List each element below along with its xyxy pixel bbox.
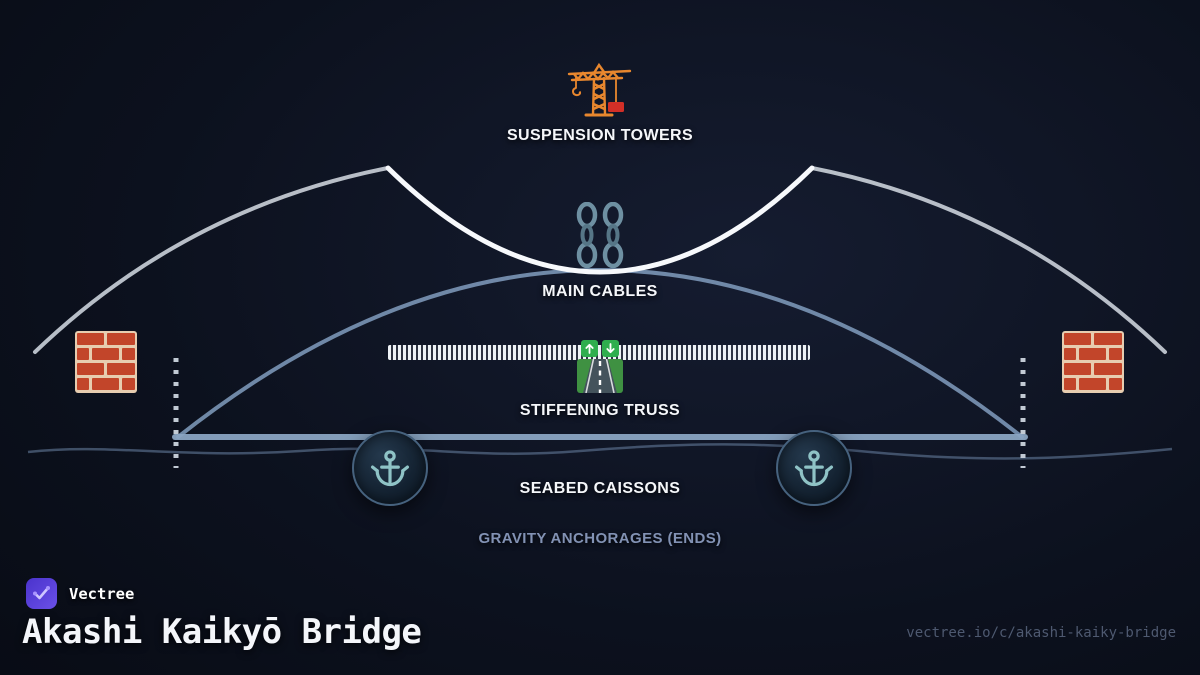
crane-load	[608, 102, 624, 112]
label-gravity-anchorages: GRAVITY ANCHORAGES (ENDS)	[478, 530, 722, 547]
truss-band	[388, 345, 810, 360]
caisson-anchor-right	[776, 430, 852, 506]
vectree-logo	[26, 578, 57, 609]
label-main-cables: MAIN CABLES	[542, 283, 658, 300]
crane-structure	[567, 62, 632, 117]
lane-signs	[581, 340, 619, 357]
caisson-anchor-left	[352, 430, 428, 506]
anchor-icon	[370, 450, 410, 487]
crane-icon-svg	[567, 62, 632, 117]
crane-hook	[572, 87, 581, 97]
waterline	[27, 443, 1173, 460]
brand-lockup: Vectree	[26, 578, 134, 609]
anchor-glyph	[794, 450, 834, 487]
bricks	[1064, 333, 1122, 390]
brick-wall-icon-left	[75, 331, 137, 393]
label-stiffening-truss: STIFFENING TRUSS	[519, 402, 681, 419]
chain-links-narrow	[580, 224, 620, 246]
anchor-icon	[794, 450, 834, 487]
brand-name: Vectree	[69, 584, 135, 603]
lane-sign-down-icon	[602, 340, 619, 357]
anchor-glyph	[370, 450, 410, 487]
page-url: vectree.io/c/akashi-kaiky-bridge	[906, 625, 1176, 641]
motorway-road-icon	[570, 340, 630, 396]
brick-wall-svg-right	[1062, 331, 1124, 393]
bricks	[77, 333, 135, 390]
crane-icon	[564, 62, 636, 120]
label-suspension-towers: SUSPENSION TOWERS	[506, 127, 694, 144]
main-cable-center-span	[385, 165, 815, 275]
chain-links	[576, 202, 624, 269]
side-cable-right	[810, 166, 1167, 354]
brick-wall-svg-left	[75, 331, 137, 393]
lane-sign-up-icon	[581, 340, 598, 357]
chains-icon-svg	[576, 202, 624, 269]
chains-icon	[570, 202, 630, 272]
road-icon	[577, 359, 623, 393]
label-seabed-caissons: SEABED CAISSONS	[519, 480, 681, 497]
side-cable-left	[33, 166, 390, 354]
brick-wall-icon-right	[1062, 331, 1124, 393]
page-title: Akashi Kaikyō Bridge	[22, 612, 422, 652]
